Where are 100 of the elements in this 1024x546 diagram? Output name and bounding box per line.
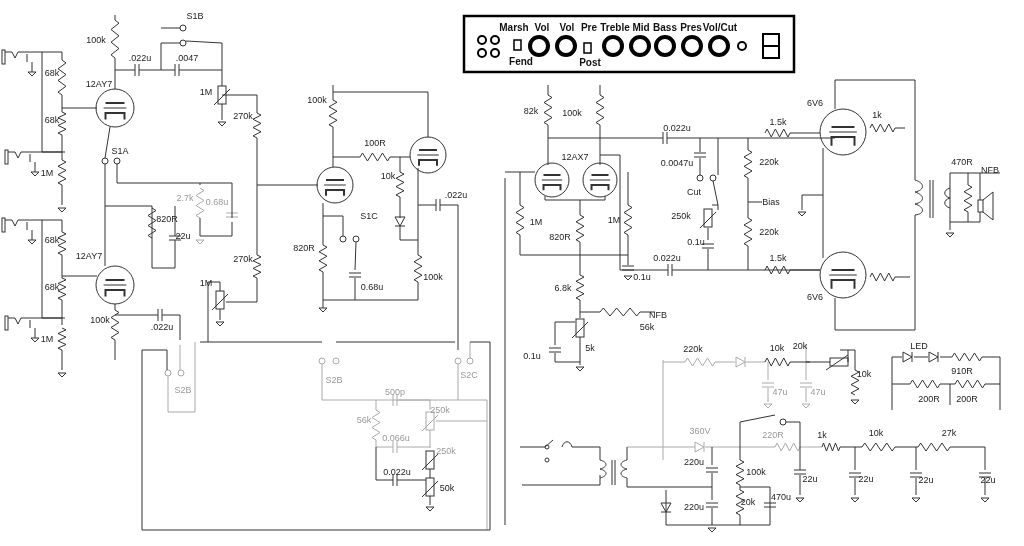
component-value-label: .022u — [128, 53, 152, 63]
tube-type-label: 12AX7 — [561, 152, 589, 162]
component-value-label: 270k — [233, 254, 253, 264]
component-value-label: 100k — [86, 35, 106, 45]
component-value-label: 10k — [380, 171, 396, 181]
component-value-label: 0.1u — [523, 351, 541, 361]
switch-label: LED — [910, 341, 928, 351]
component-value-label: 56k — [639, 322, 655, 332]
control-label: Vol — [559, 23, 575, 33]
component-value-label: 220u — [684, 457, 704, 467]
control-label: Pre — [580, 23, 598, 33]
component-value-label: 200R — [956, 394, 978, 404]
component-value-label: 68k — [44, 68, 60, 78]
component-value-label: 250k — [430, 405, 450, 415]
component-value-label: 22u — [858, 474, 874, 484]
switch-label: Cut — [687, 187, 701, 197]
component-value-label: 250k — [436, 446, 456, 456]
component-value-label: 47u — [772, 387, 788, 397]
component-value-label: 22u — [802, 474, 818, 484]
control-label: Treble — [600, 23, 630, 33]
component-value-label: 47u — [810, 387, 826, 397]
component-value-label: .0047 — [175, 53, 199, 63]
component-value-label: 1.5k — [769, 253, 787, 263]
component-value-label: 10k — [868, 428, 884, 438]
component-value-label: 910R — [951, 366, 973, 376]
component-value-label: 0.0047u — [660, 158, 694, 168]
component-value-label: 100k — [90, 315, 110, 325]
component-value-label: 0.68u — [205, 197, 229, 207]
switch-label: S1A — [111, 146, 129, 156]
component-value-label: 470u — [771, 492, 791, 502]
component-value-label: 0.022u — [383, 467, 411, 477]
component-value-label: 82k — [523, 106, 539, 116]
component-value-label: 5k — [585, 343, 595, 353]
component-value-label: 20k — [792, 341, 808, 351]
tube-type-label: 12AY7 — [75, 251, 103, 261]
component-value-label: 0.68u — [360, 282, 384, 292]
component-value-label: 250k — [671, 211, 691, 221]
component-value-label: 270k — [233, 111, 253, 121]
component-value-label: 0.1u — [687, 237, 705, 247]
component-value-label: 200R — [918, 394, 940, 404]
component-value-label: 0.066u — [382, 433, 410, 443]
component-value-label: 6.8k — [554, 283, 572, 293]
component-value-label: 10k — [769, 343, 785, 353]
tube-type-label: 6V6 — [807, 292, 823, 302]
signal-label: NFB — [981, 165, 999, 175]
component-value-label: 10k — [856, 369, 872, 379]
component-value-label: 0.1u — [633, 272, 651, 282]
component-value-label: 0.022u — [653, 253, 681, 263]
component-value-label: 1.5k — [769, 117, 787, 127]
control-label: Mid — [632, 23, 650, 33]
component-value-label: 1M — [40, 334, 54, 344]
component-value-label: 56k — [356, 415, 372, 425]
component-value-label: 1M — [199, 87, 213, 97]
control-label: Vol — [534, 23, 550, 33]
component-value-label: 820R — [156, 214, 178, 224]
component-value-label: 68k — [44, 282, 60, 292]
component-value-label: 1M — [607, 215, 621, 225]
component-value-label: 100k — [307, 95, 327, 105]
component-value-label: 100R — [364, 138, 386, 148]
component-value-label: 470R — [951, 157, 973, 167]
signal-label: NFB — [649, 310, 667, 320]
component-value-label: 100k — [423, 272, 443, 282]
component-value-label: 360V — [689, 426, 711, 436]
switch-label: S2C — [460, 370, 478, 380]
component-value-label: 50k — [439, 483, 455, 493]
switch-label: S1B — [186, 11, 204, 21]
switch-label: S2B — [325, 375, 343, 385]
component-value-label: .022u — [150, 322, 174, 332]
component-value-label: 100k — [562, 108, 582, 118]
component-value-label: 220k — [683, 344, 703, 354]
component-value-label: 220k — [759, 157, 779, 167]
component-value-label: 820R — [293, 243, 315, 253]
component-value-label: 1M — [199, 278, 213, 288]
component-value-label: 220k — [759, 227, 779, 237]
control-label: Marsh — [499, 23, 529, 33]
component-value-label: 22u — [980, 475, 996, 485]
component-value-label: 22u — [175, 231, 191, 241]
component-value-label: 0.022u — [663, 123, 691, 133]
component-value-label: 220R — [762, 430, 784, 440]
signal-label: Bias — [762, 197, 780, 207]
component-value-label: 500p — [385, 387, 405, 397]
tube-type-label: 12AY7 — [85, 79, 113, 89]
component-value-label: 20k — [740, 497, 756, 507]
control-label: Fend — [509, 57, 533, 67]
component-value-label: 68k — [44, 115, 60, 125]
component-value-label: 27k — [941, 428, 957, 438]
component-value-label: 1k — [872, 110, 882, 120]
control-label: Vol/Cut — [702, 23, 738, 33]
switch-label: S2B — [174, 385, 192, 395]
component-value-label: 22u — [918, 475, 934, 485]
control-label: Bass — [653, 23, 677, 33]
control-label: Pres — [680, 23, 702, 33]
component-value-label: 820R — [549, 232, 571, 242]
component-value-label: .022u — [444, 190, 468, 200]
tube-type-label: 6V6 — [807, 98, 823, 108]
component-value-label: 1k — [817, 430, 827, 440]
component-value-label: 2.7k — [176, 193, 194, 203]
component-value-label: 220u — [684, 502, 704, 512]
switch-label: S1C — [360, 211, 378, 221]
component-value-label: 1M — [40, 168, 54, 178]
